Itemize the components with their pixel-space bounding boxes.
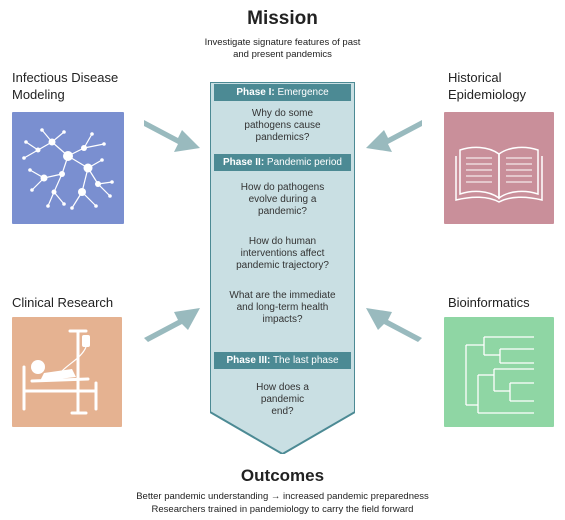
label-infectious-disease-modeling: Infectious Disease Modeling [12, 69, 118, 103]
label-line: Historical [448, 70, 502, 85]
phase-1-number: Phase I: [236, 87, 275, 98]
question-line: evolve during a [248, 194, 317, 205]
arrow-bioinformatics-to-center [358, 300, 428, 346]
book-icon [455, 146, 543, 203]
question-line: and long-term health [236, 302, 329, 313]
phase-2-header: Phase II: Pandemic period [214, 154, 351, 171]
network-icon [22, 128, 114, 210]
phase-3-header: Phase III: The last phase [214, 352, 351, 369]
mission-subtitle-line2: and present pandemics [233, 49, 332, 60]
historical-epidemiology-tile [444, 112, 554, 224]
question-line: How does a [256, 382, 309, 393]
question-pandemic-end: How does a pandemic end? [220, 382, 345, 418]
label-line: Modeling [12, 87, 65, 102]
question-line: pandemic trajectory? [236, 260, 329, 271]
clinical-research-tile [12, 317, 122, 427]
outcomes-title: Outcomes [240, 466, 325, 485]
phase-3-title: The last phase [270, 355, 339, 366]
phase-3-number: Phase III: [226, 355, 271, 366]
phase-1-header: Phase I: Emergence [214, 84, 351, 101]
question-human-interventions: How do human interventions affect pandem… [220, 236, 345, 272]
question-line: Why do some [251, 108, 314, 119]
hospital-bed-icon [22, 329, 98, 415]
infectious-disease-modeling-tile [12, 112, 124, 224]
label-line: Epidemiology [448, 87, 527, 102]
phase-column: Phase I: Emergence Why do some pathogens… [210, 82, 355, 454]
phase-2-title: Pandemic period [264, 157, 342, 168]
question-pathogens-cause: Why do some pathogens cause pandemics? [220, 108, 345, 144]
outcomes-line-2: Researchers trained in pandemiology to c… [151, 504, 414, 515]
question-line: impacts? [262, 314, 303, 325]
bioinformatics-tile [444, 317, 554, 427]
label-clinical-research: Clinical Research [12, 294, 113, 311]
arrow-history-to-center [358, 110, 428, 156]
question-line: pandemic? [258, 206, 307, 217]
label-line: Bioinformatics [448, 295, 530, 310]
mission-subtitle-line1: Investigate signature features of past [204, 37, 361, 48]
label-line: Clinical Research [12, 295, 114, 310]
mission-title: Mission [247, 8, 318, 29]
question-line: end? [271, 406, 294, 417]
question-line: What are the immediate [229, 290, 336, 301]
arrow-modeling-to-center [138, 110, 208, 156]
question-line: pathogens cause [244, 120, 321, 131]
question-line: pandemics? [255, 132, 310, 143]
label-historical-epidemiology: Historical Epidemiology [448, 69, 526, 103]
outcomes-line-1: Better pandemic understanding → increase… [136, 491, 429, 502]
question-line: pandemic [260, 394, 305, 405]
label-line: Infectious Disease [12, 70, 119, 85]
phylogenetic-tree-icon [465, 336, 534, 414]
question-line: interventions affect [240, 248, 325, 259]
question-line: How do human [248, 236, 317, 247]
question-pathogens-evolve: How do pathogens evolve during a pandemi… [220, 182, 345, 218]
arrow-clinical-to-center [138, 300, 208, 346]
phase-1-title: Emergence [274, 87, 329, 98]
question-health-impacts: What are the immediate and long-term hea… [220, 290, 345, 326]
phase-2-number: Phase II: [223, 157, 265, 168]
mission-subtitle: Investigate signature features of past a… [150, 37, 415, 61]
label-bioinformatics: Bioinformatics [448, 294, 530, 311]
question-line: How do pathogens [240, 182, 325, 193]
